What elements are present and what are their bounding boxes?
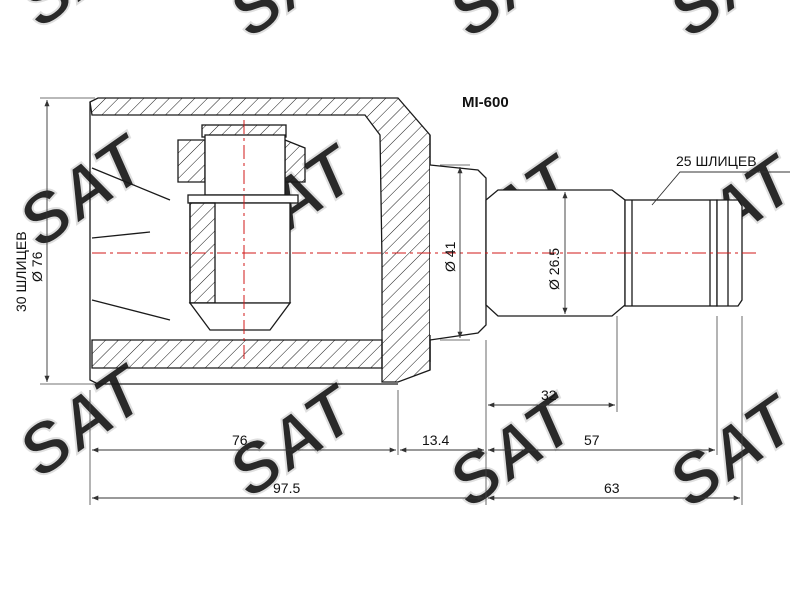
- inner-cavity: [91, 167, 171, 321]
- dim-text-shaft-to-spline: 32: [541, 387, 557, 403]
- dimension-lines: [44, 100, 790, 501]
- tripod-roller: [177, 124, 306, 331]
- svg-text:SAT: SAT: [214, 0, 373, 52]
- svg-text:SAT: SAT: [4, 348, 163, 492]
- part-number: MI-600: [462, 94, 509, 111]
- extension-lines: [40, 97, 743, 505]
- leader-shaft-splines: [651, 171, 790, 206]
- label-shaft-diameter: Ø 26.5: [546, 248, 562, 290]
- svg-text:SAT: SAT: [4, 0, 163, 42]
- housing-wall-top: [89, 97, 431, 383]
- dim-text-housing-length: 76: [232, 432, 248, 448]
- dim-text-flange-length: 13.4: [422, 432, 449, 448]
- svg-text:SAT: SAT: [654, 0, 800, 52]
- svg-text:SAT: SAT: [434, 0, 593, 52]
- label-outer-splines: 30 ШЛИЦЕВ: [13, 231, 29, 312]
- centerlines: [92, 120, 760, 360]
- sat-logo-watermark: SAT: [3, 0, 164, 43]
- sat-logo-watermark: SAT: [213, 0, 374, 53]
- label-shaft-splines: 25 ШЛИЦЕВ: [676, 153, 757, 169]
- roller-base: [188, 302, 292, 331]
- dim-text-total-housing: 97.5: [273, 480, 300, 496]
- sat-logo-watermark: SAT: [3, 347, 164, 493]
- label-outer-diameter: Ø 76: [29, 251, 45, 282]
- roller-top: [177, 139, 206, 183]
- label-flange-diameter: Ø 41: [442, 241, 458, 272]
- sat-logo-watermark: SAT: [653, 0, 800, 53]
- dim-text-shaft-length: 57: [584, 432, 600, 448]
- dim-text-total-shaft: 63: [604, 480, 620, 496]
- sat-logo-watermark: SAT: [433, 0, 594, 53]
- housing-wall-bottom: [91, 339, 383, 369]
- labels: MI-600 30 ШЛИЦЕВ Ø 76 Ø 41 Ø 26.5 25 ШЛИ…: [13, 94, 757, 496]
